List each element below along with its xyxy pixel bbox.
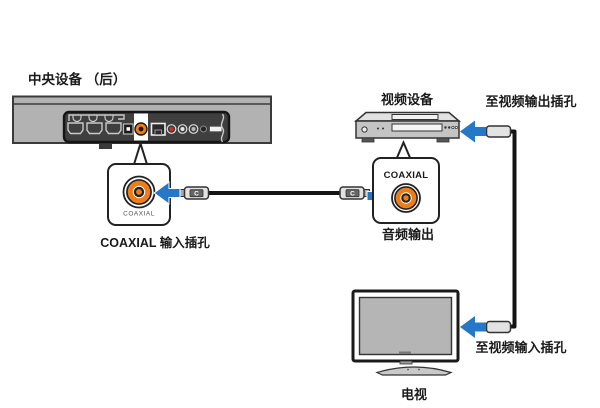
lan-port-inner xyxy=(154,129,162,135)
player-button xyxy=(448,126,451,129)
player-button xyxy=(444,126,447,129)
soundbar-foot xyxy=(99,143,112,149)
coaxial-jack-label: COAXIAL xyxy=(123,211,155,218)
player-button xyxy=(454,125,458,130)
player-button xyxy=(451,125,455,130)
hdmi-port xyxy=(105,122,122,135)
arrow-left-icon xyxy=(153,181,181,205)
rca-jack-white-center xyxy=(180,127,185,131)
central-device-label: 中央设备 （后） xyxy=(28,71,126,87)
audio-output-callout: COAXIAL xyxy=(372,139,440,224)
lan-port xyxy=(150,122,166,136)
coaxial-port-center xyxy=(138,126,144,132)
player-disc-tray xyxy=(391,123,443,132)
cable-connector-left: C xyxy=(179,186,210,200)
tv-label: 电视 xyxy=(401,387,427,402)
player-dot xyxy=(382,127,384,130)
coaxial-output-jack-icon xyxy=(391,183,421,213)
hdmi-port xyxy=(86,122,103,135)
coaxial-input-callout: COAXIAL xyxy=(107,140,171,226)
coaxial-jack-label: COAXIAL xyxy=(384,170,429,181)
mount-bracket xyxy=(68,114,125,121)
video-device-label: 视频设备 xyxy=(381,92,434,107)
to-video-output-label: 至视频输出插孔 xyxy=(485,94,576,109)
coaxial-input-jack-label: COAXIAL 输入插孔 xyxy=(100,235,210,250)
player-top-tray xyxy=(391,114,439,120)
player-foot xyxy=(436,137,450,143)
connector-letter: C xyxy=(194,190,199,197)
tv-stand-dot xyxy=(407,368,409,371)
tv-cable xyxy=(460,120,517,338)
audio-output-label: 音频输出 xyxy=(382,227,434,242)
soundbar-rear-illustration xyxy=(12,95,272,149)
tv-screen xyxy=(358,296,453,356)
rca-jack-red-center xyxy=(169,127,174,131)
to-video-input-label: 至视频输入插孔 xyxy=(475,340,566,355)
cable-wire xyxy=(509,129,517,329)
arrow-left-icon xyxy=(460,316,486,338)
tv-stand-neck xyxy=(399,360,413,365)
panel-break-squiggle xyxy=(220,113,225,143)
tv-stand-base xyxy=(375,366,453,376)
optical-port-glyph xyxy=(126,127,130,131)
player-foot xyxy=(361,137,375,143)
tv-logo-mark xyxy=(399,351,411,354)
tv-illustration xyxy=(351,289,460,376)
player-dot xyxy=(377,127,379,130)
usb-port xyxy=(209,125,223,133)
cable-connector-right: C xyxy=(339,186,370,200)
coaxial-input-jack-icon xyxy=(122,175,156,209)
arrow-left-icon xyxy=(460,120,486,143)
coaxial-cable: C C xyxy=(153,181,394,208)
hdmi-port xyxy=(67,122,84,135)
player-power-button xyxy=(361,126,368,133)
rca-jack-gray-center xyxy=(191,127,196,131)
aux-jack xyxy=(200,125,207,133)
mount-bracket-notches xyxy=(72,115,114,123)
tv-stand-dot xyxy=(418,368,420,371)
video-device-illustration xyxy=(353,111,462,143)
connector-letter: C xyxy=(350,190,355,197)
callout-tail xyxy=(132,140,149,167)
